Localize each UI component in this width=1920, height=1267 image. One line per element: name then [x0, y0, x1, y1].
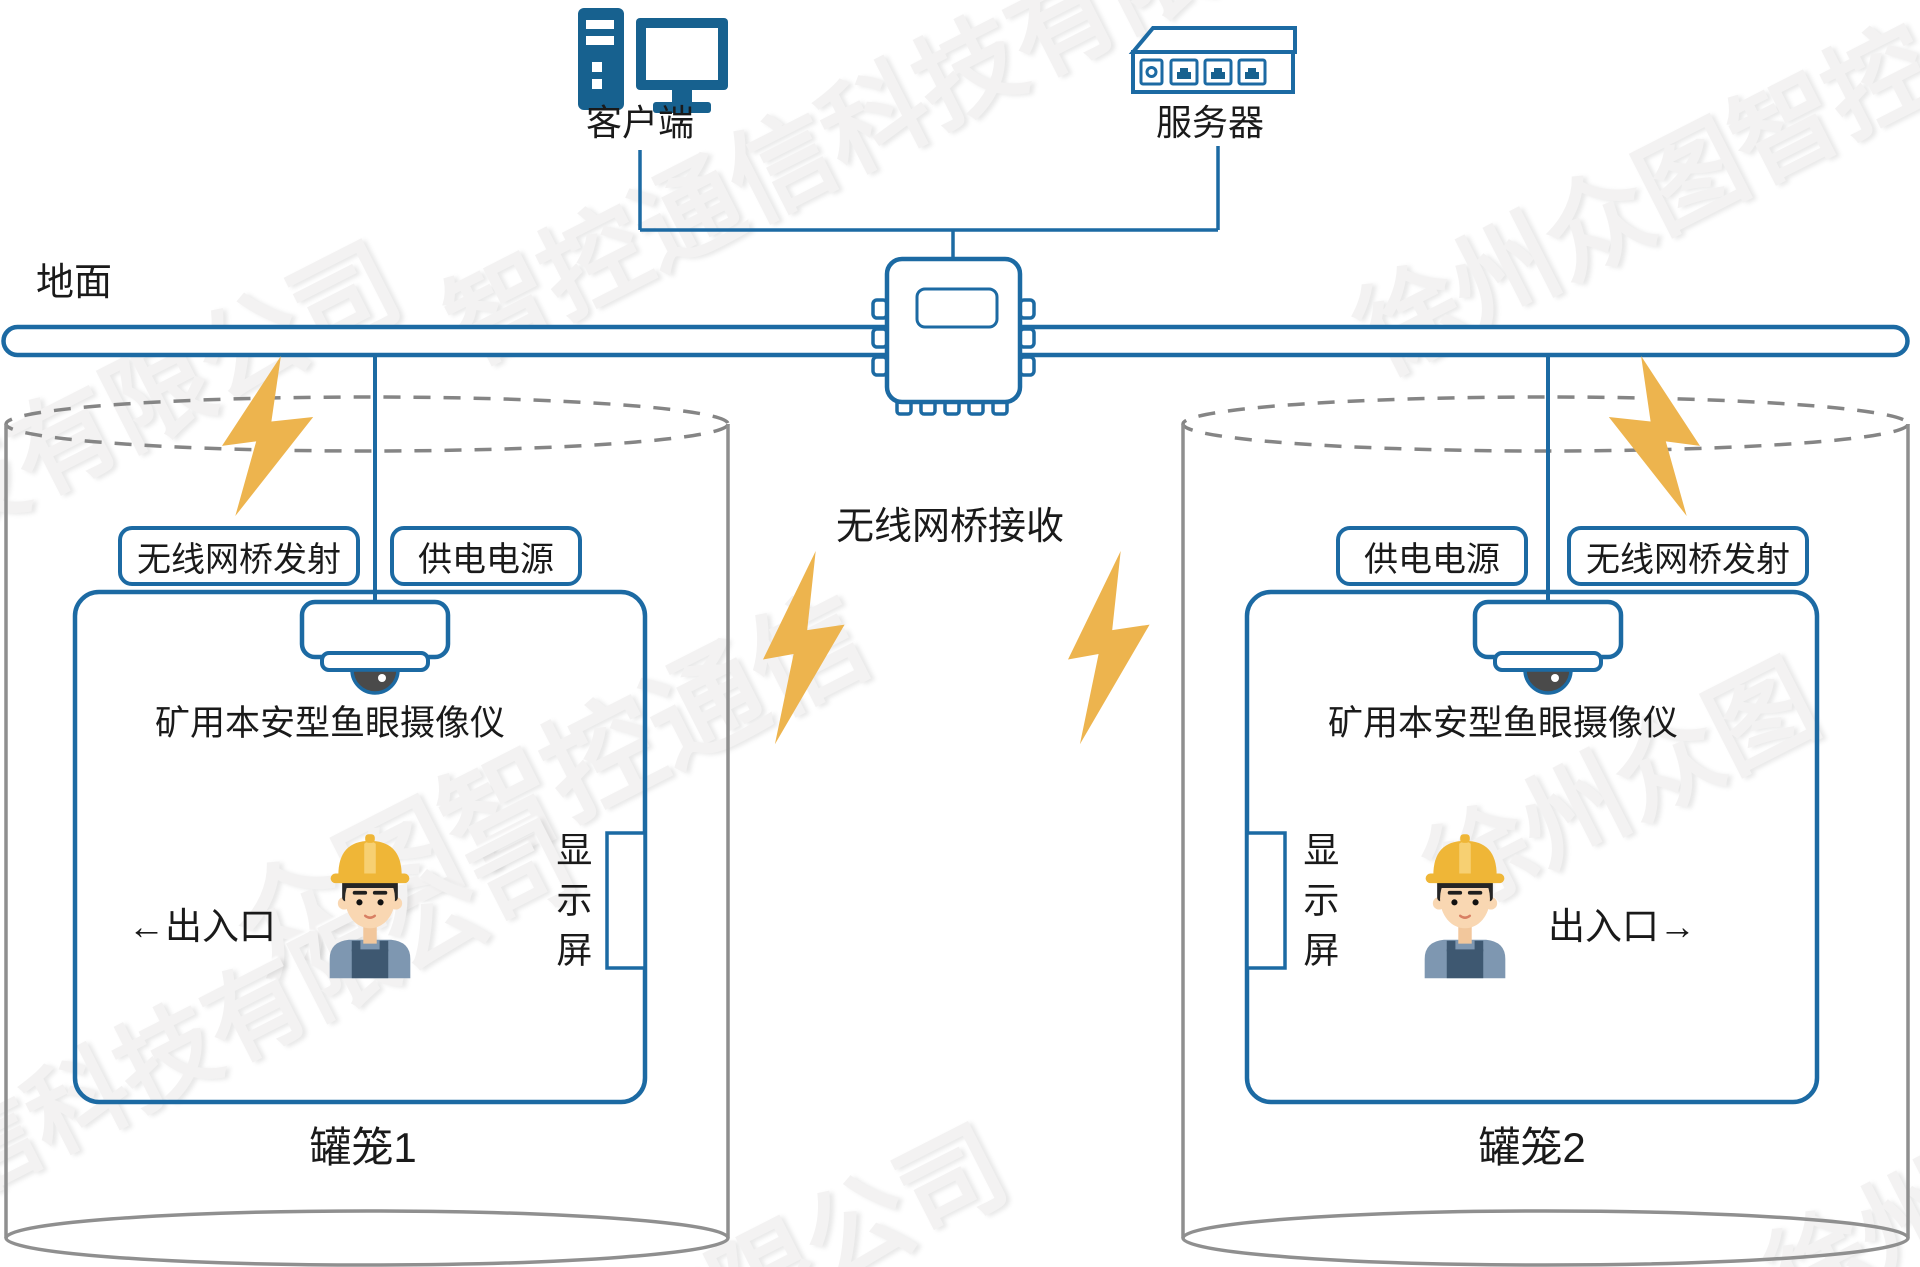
client-computer-icon [578, 8, 728, 113]
display-screen-1 [605, 831, 647, 970]
network-connector-lines [638, 146, 1220, 262]
cage1-entrance-label: ←出入口 [128, 906, 276, 947]
miner-figure-2 [1423, 832, 1507, 980]
display-screen-2 [1245, 831, 1287, 970]
cage1-camera-label: 矿用本安型鱼眼摄像仪 [154, 704, 505, 743]
cage2-camera-label: 矿用本安型鱼眼摄像仪 [1327, 704, 1678, 743]
wireless-bridge-receiver-icon [871, 256, 1036, 416]
fisheye-camera-2-icon [1475, 602, 1621, 693]
lightning-bolt-left [222, 356, 314, 517]
server-switch-icon [1128, 26, 1297, 94]
client-label: 客户端 [585, 102, 694, 143]
cage1-transmitter-label: 无线网桥发射 [137, 540, 341, 579]
cage1-power-label: 供电电源 [418, 540, 554, 579]
cage2-display-label: 显示屏 [1298, 831, 1340, 981]
ground-label: 地面 [36, 262, 113, 304]
server-label: 服务器 [1155, 102, 1264, 143]
lightning-bolt-mid-left [763, 551, 845, 745]
cage1-power-box: 供电电源 [390, 526, 582, 586]
cage1-transmitter-box: 无线网桥发射 [118, 526, 360, 586]
cage2-transmitter-label: 无线网桥发射 [1586, 540, 1790, 579]
cage2-entrance-label: 出入口→ [1548, 906, 1696, 947]
wireless-bridge-receiver-label: 无线网桥接收 [835, 506, 1064, 548]
lightning-bolt-mid-right [1068, 551, 1150, 745]
fisheye-camera-1-icon [302, 602, 448, 693]
cage1-label: 罐笼1 [309, 1124, 417, 1171]
shaft-cylinder-2 [1181, 395, 1910, 1267]
cage1-display-label: 显示屏 [551, 831, 593, 981]
lightning-bolt-right [1608, 356, 1700, 517]
cage2-power-box: 供电电源 [1336, 526, 1528, 586]
cage2-power-label: 供电电源 [1364, 540, 1500, 579]
cage2-label: 罐笼2 [1478, 1124, 1586, 1171]
miner-figure-1 [328, 832, 412, 980]
shaft-cylinder-1 [4, 395, 730, 1267]
cage2-transmitter-box: 无线网桥发射 [1567, 526, 1809, 586]
